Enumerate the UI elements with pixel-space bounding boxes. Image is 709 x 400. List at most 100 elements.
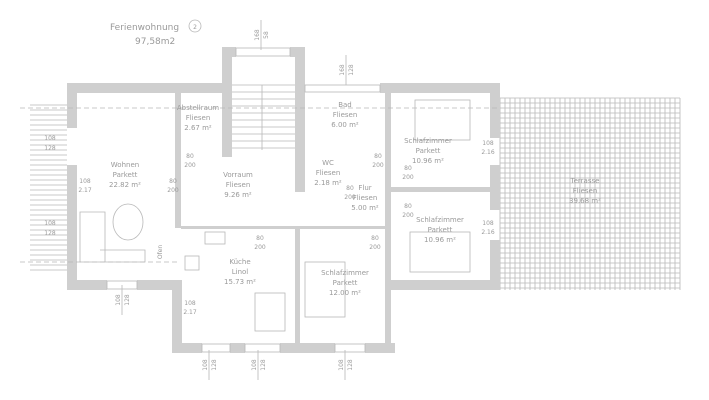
room-floor: Fliesen (316, 169, 341, 177)
room-area: 22.82 m² (109, 181, 141, 189)
room-floor: Fliesen (353, 194, 378, 202)
door-height: 200 (184, 162, 196, 169)
room-name: Schlafzimmer (416, 216, 464, 224)
room-area: 39.68 m² (569, 197, 601, 205)
balcony (30, 104, 67, 271)
stair (232, 84, 295, 150)
window-width: 108 (44, 135, 56, 142)
window-height: 128 (124, 294, 131, 306)
window-height: 128 (211, 359, 218, 371)
door-width: 108 (184, 300, 196, 307)
window-width: 168 (339, 64, 346, 76)
door-dimension: 108 2.17 (78, 178, 92, 194)
room-name: Bad (338, 101, 352, 109)
door-height: 200 (344, 194, 356, 201)
apartment-name: Ferienwohnung (110, 23, 179, 33)
door-width: 80 (169, 178, 177, 185)
room-area: 9.26 m² (224, 191, 252, 199)
door-height: 2.17 (78, 187, 92, 194)
door-height: 200 (254, 244, 266, 251)
window-width: 108 (202, 359, 209, 371)
door-width: 80 (256, 235, 264, 242)
room-area: 12.00 m² (329, 289, 361, 297)
details (20, 47, 500, 353)
terrace-grid (499, 97, 681, 290)
door-width: 108 (79, 178, 91, 185)
room-floor: Fliesen (333, 111, 358, 119)
room-floor: Fliesen (186, 114, 211, 122)
room-name: Vorraum (223, 171, 253, 179)
room-floor: Linol (232, 268, 249, 276)
door-width: 80 (404, 203, 412, 210)
window-height: 128 (44, 145, 56, 152)
walls (67, 47, 500, 353)
room-name: Abstellraum (177, 104, 219, 112)
window-height: 128 (347, 359, 354, 371)
room-area: 2.18 m² (314, 179, 342, 187)
room-name: Wohnen (111, 161, 139, 169)
stove-label: Ofen (157, 245, 164, 260)
room-floor: Parkett (428, 226, 453, 234)
door-width: 80 (346, 185, 354, 192)
door-width: 80 (186, 153, 194, 160)
room-area: 10.96 m² (412, 157, 444, 165)
window-width: 108 (338, 359, 345, 371)
window-height: 58 (263, 31, 270, 39)
window-width: 108 (115, 294, 122, 306)
apartment-area: 97,58m2 (135, 37, 175, 47)
room-floor: Fliesen (226, 181, 251, 189)
room-area: 5.00 m² (351, 204, 379, 212)
door-height: 2.17 (183, 309, 197, 316)
door-width: 108 (482, 140, 494, 147)
door-height: 200 (369, 244, 381, 251)
room-name: Flur (358, 184, 371, 192)
room-name: Terrasse (570, 177, 600, 185)
room-name: Schlafzimmer (404, 137, 452, 145)
room-floor: Parkett (113, 171, 138, 179)
door-width: 80 (374, 153, 382, 160)
room-area: 6.00 m² (331, 121, 359, 129)
room-area: 15.73 m² (224, 278, 256, 286)
door-height: 200 (402, 212, 414, 219)
room-floor: Parkett (333, 279, 358, 287)
door-width: 80 (371, 235, 379, 242)
door-height: 200 (402, 174, 414, 181)
door-height: 200 (372, 162, 384, 169)
window-height: 128 (260, 359, 267, 371)
room-floor: Fliesen (573, 187, 598, 195)
window-width: 108 (251, 359, 258, 371)
window-height: 128 (44, 230, 56, 237)
room-area: 10.96 m² (424, 236, 456, 244)
window-width: 168 (254, 29, 261, 41)
window-height: 128 (348, 64, 355, 76)
room-area: 2.67 m² (184, 124, 212, 132)
room-name: Schlafzimmer (321, 269, 369, 277)
window-width: 108 (44, 220, 56, 227)
